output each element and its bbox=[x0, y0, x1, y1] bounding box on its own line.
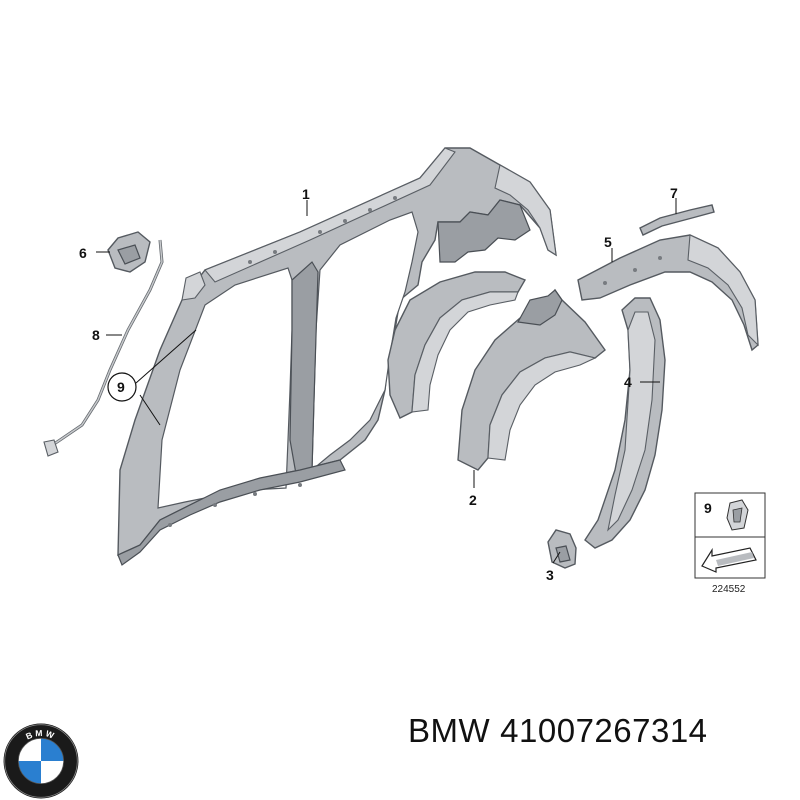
part-8-hose bbox=[43, 239, 164, 457]
diagram-code: 224552 bbox=[712, 584, 746, 595]
callout-2: 2 bbox=[469, 492, 477, 508]
part-5-quarter-reinforcement bbox=[577, 234, 759, 352]
part-3-bracket bbox=[547, 529, 577, 569]
rear-wheel-arch-outer bbox=[387, 271, 527, 419]
inset-callout-9: 9 bbox=[704, 500, 712, 516]
part-number: 41007267314 bbox=[500, 712, 708, 749]
callout-1: 1 bbox=[302, 186, 310, 202]
callout-7: 7 bbox=[670, 185, 678, 201]
part-4-rear-pillar bbox=[584, 297, 666, 549]
part-1-side-frame bbox=[117, 147, 557, 566]
callout-3: 3 bbox=[546, 567, 554, 583]
svg-text:BMW: BMW bbox=[24, 728, 57, 742]
leader-lines bbox=[96, 198, 677, 564]
callout-9: 9 bbox=[117, 379, 125, 395]
leader-3 bbox=[552, 551, 561, 564]
bmw-logo-icon: BMW bbox=[3, 723, 79, 799]
part-6-bracket bbox=[107, 231, 151, 273]
callout-9-circle bbox=[107, 372, 137, 402]
callout-6: 6 bbox=[79, 245, 87, 261]
inset-legend: 9 bbox=[694, 492, 766, 579]
part-2-wheelhouse bbox=[457, 288, 606, 471]
brand-name: BMW bbox=[408, 712, 491, 749]
part-7-strip bbox=[639, 204, 715, 236]
callout-8: 8 bbox=[92, 327, 100, 343]
logo-text: BMW bbox=[24, 728, 55, 742]
leader-9b bbox=[139, 394, 161, 426]
callout-4: 4 bbox=[624, 374, 632, 390]
leader-9a bbox=[135, 329, 197, 384]
callout-5: 5 bbox=[604, 234, 612, 250]
